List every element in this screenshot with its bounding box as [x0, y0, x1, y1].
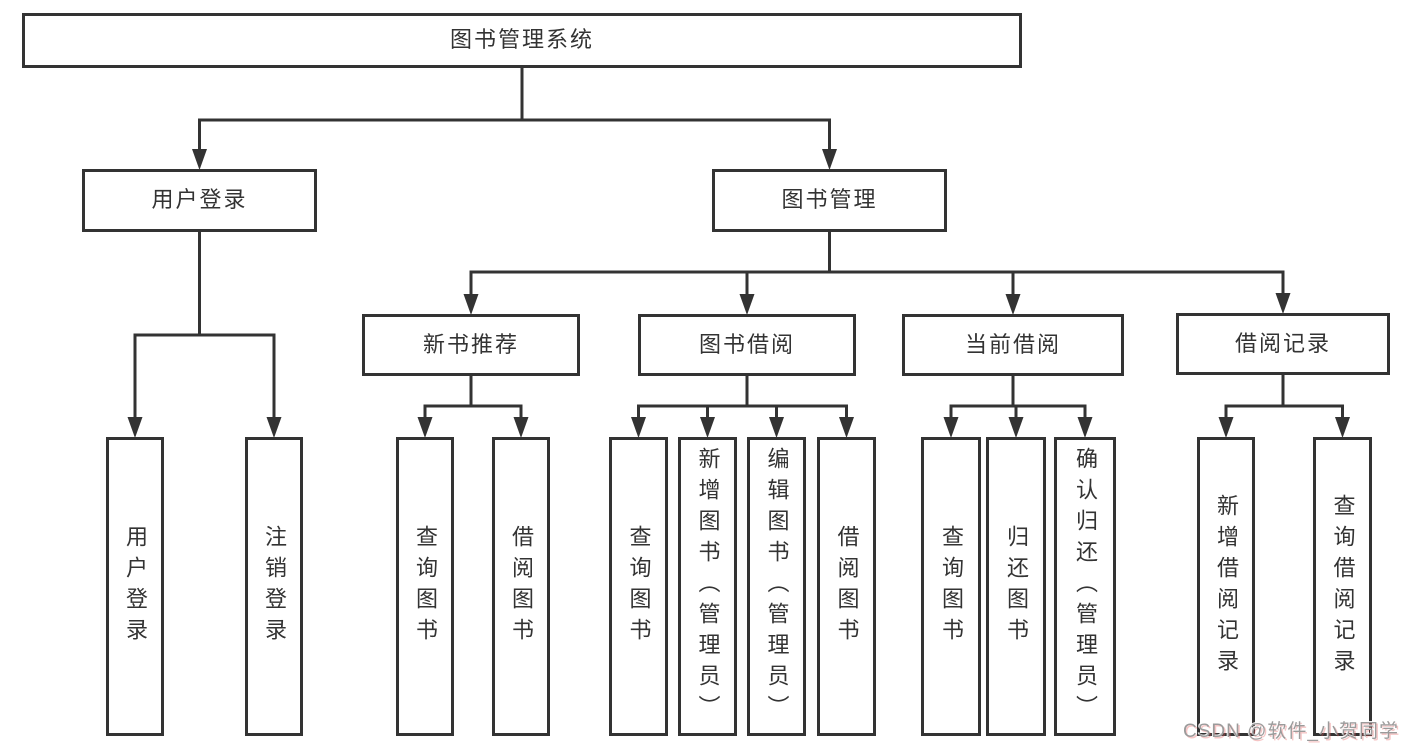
node-cb-query-books: 查询图书 — [921, 437, 981, 736]
node-br-query-record: 查询借阅记录 — [1313, 437, 1372, 736]
arrowhead-login — [127, 417, 143, 438]
node-label-br-add-record: 新增借阅记录 — [1214, 493, 1239, 680]
node-login: 用户登录 — [106, 437, 164, 736]
arrowhead-rec-query-books — [417, 417, 433, 438]
node-label-cb-query-books: 查询图书 — [939, 524, 964, 649]
node-label-rec-query-books: 查询图书 — [413, 524, 438, 649]
node-bb-edit-books: 编辑图书（管理员） — [747, 437, 806, 736]
node-br-add-record: 新增借阅记录 — [1197, 437, 1255, 736]
node-label-br-query-record: 查询借阅记录 — [1330, 493, 1356, 680]
node-current-borrow: 当前借阅 — [902, 314, 1124, 376]
node-bb-add-books: 新增图书（管理员） — [678, 437, 737, 736]
node-new-book-rec: 新书推荐 — [362, 314, 580, 376]
arrowhead-bb-edit-books — [769, 417, 784, 438]
arrowhead-rec-borrow-books — [513, 417, 529, 438]
node-logout: 注销登录 — [245, 437, 303, 736]
node-label-current-borrow: 当前借阅 — [964, 331, 1061, 357]
arrowhead-cb-return-books — [1008, 417, 1024, 438]
node-label-logout: 注销登录 — [262, 524, 287, 649]
node-book-mgmt: 图书管理 — [712, 169, 947, 232]
arrowhead-cb-confirm-return — [1077, 417, 1093, 438]
arrowhead-user-login — [192, 149, 207, 170]
arrowhead-new-book-rec — [463, 294, 479, 315]
arrowhead-book-borrow — [739, 294, 755, 315]
node-label-book-borrow: 图书借阅 — [698, 331, 795, 357]
node-cb-return-books: 归还图书 — [986, 437, 1046, 736]
node-borrow-records: 借阅记录 — [1176, 313, 1390, 375]
node-label-book-mgmt: 图书管理 — [781, 187, 878, 213]
node-label-bb-edit-books: 编辑图书（管理员） — [764, 447, 790, 726]
node-label-bb-query-books: 查询图书 — [626, 524, 652, 649]
arrowhead-logout — [266, 417, 282, 438]
node-bb-query-books: 查询图书 — [609, 437, 668, 736]
node-label-cb-return-books: 归还图书 — [1004, 524, 1029, 649]
arrowhead-bb-borrow-books — [839, 417, 854, 438]
arrowhead-bb-add-books — [700, 417, 715, 438]
arrowhead-cb-query-books — [943, 417, 959, 438]
node-rec-query-books: 查询图书 — [396, 437, 454, 736]
node-label-user-login: 用户登录 — [151, 187, 248, 213]
node-user-login: 用户登录 — [82, 169, 317, 232]
node-label-rec-borrow-books: 借阅图书 — [509, 524, 534, 649]
arrowhead-book-mgmt — [822, 149, 837, 170]
arrowhead-borrow-records — [1275, 293, 1291, 314]
node-label-borrow-records: 借阅记录 — [1234, 330, 1331, 356]
node-cb-confirm-return: 确认归还（管理员） — [1054, 437, 1116, 736]
node-label-root: 图书管理系统 — [449, 27, 594, 53]
node-rec-borrow-books: 借阅图书 — [492, 437, 550, 736]
arrowhead-br-query-record — [1335, 417, 1350, 438]
arrowhead-bb-query-books — [631, 417, 646, 438]
node-label-new-book-rec: 新书推荐 — [422, 331, 519, 357]
node-label-bb-borrow-books: 借阅图书 — [834, 524, 860, 649]
node-label-login: 用户登录 — [123, 524, 148, 649]
csdn-watermark: CSDN @软件_小贺同学 — [1183, 721, 1399, 742]
node-book-borrow: 图书借阅 — [638, 314, 856, 376]
arrowhead-br-add-record — [1218, 417, 1234, 438]
arrowhead-current-borrow — [1005, 294, 1021, 315]
node-root: 图书管理系统 — [22, 13, 1022, 68]
node-label-cb-confirm-return: 确认归还（管理员） — [1073, 447, 1098, 726]
node-label-bb-add-books: 新增图书（管理员） — [695, 447, 721, 726]
node-bb-borrow-books: 借阅图书 — [817, 437, 876, 736]
